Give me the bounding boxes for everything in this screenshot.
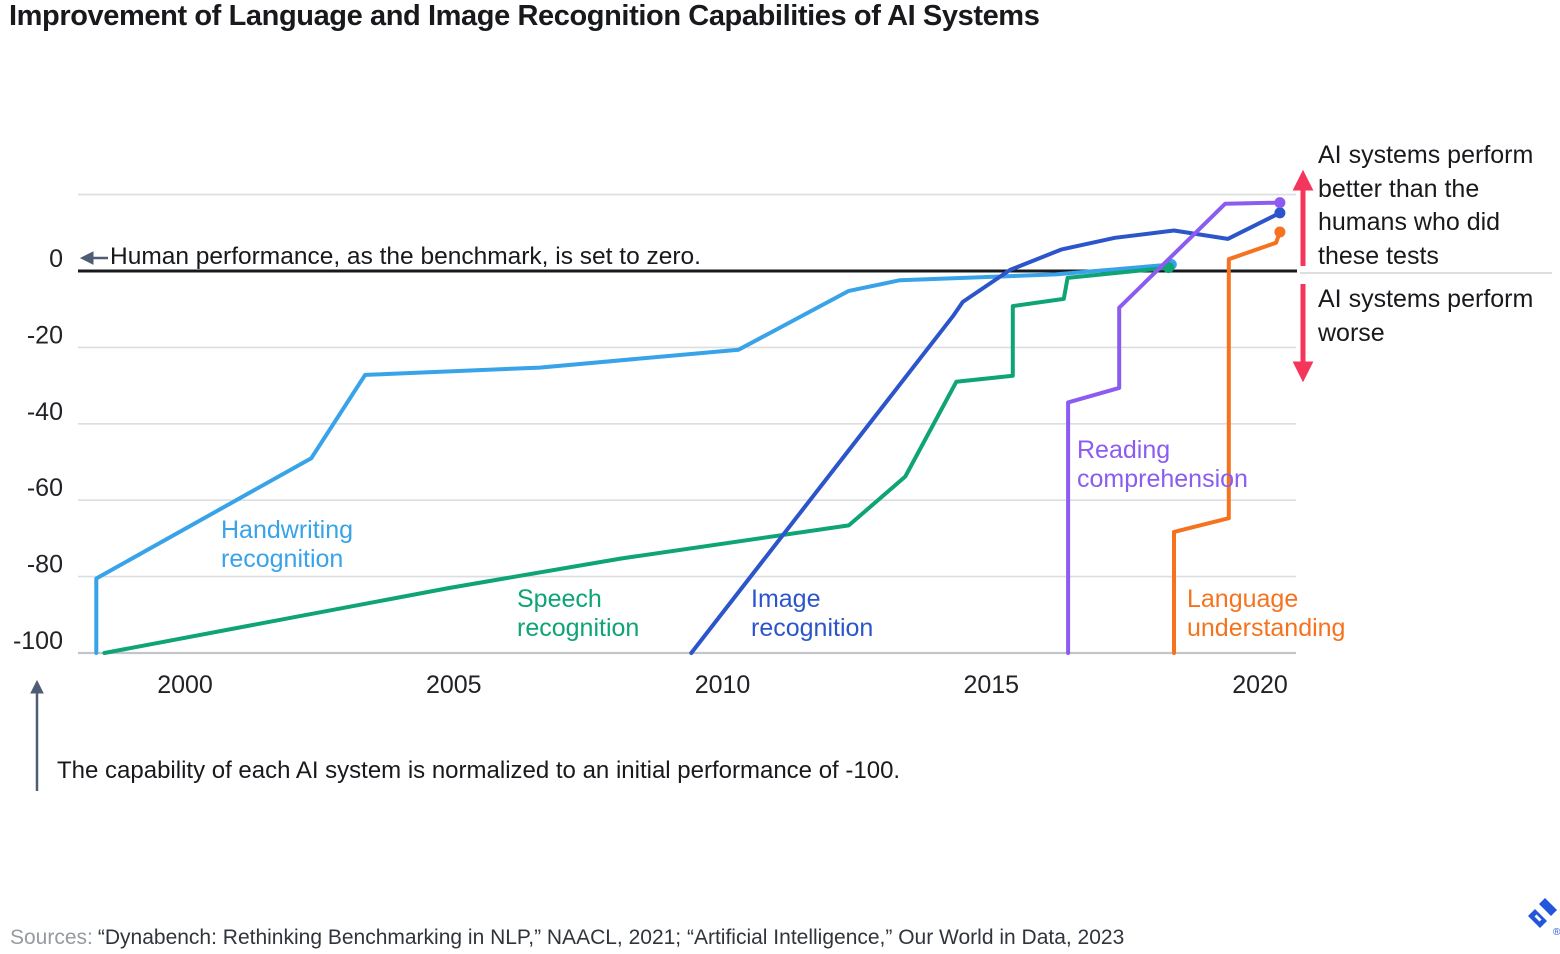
logo-registered-mark: ®	[1553, 927, 1560, 938]
series-endpoint-language	[1274, 226, 1286, 238]
series-line-image	[689, 210, 1282, 655]
series-label-language: Language understanding	[1187, 585, 1346, 642]
chart-title: Improvement of Language and Image Recogn…	[9, 0, 1040, 32]
benchmark-annotation: Human performance, as the benchmark, is …	[110, 243, 701, 270]
series-endpoint-speech	[1163, 262, 1175, 274]
worse-annotation: AI systems perform worse	[1318, 285, 1534, 347]
y-tick-label: -20	[27, 321, 63, 349]
sources-text: “Dynabench: Rethinking Benchmarking in N…	[97, 926, 1125, 949]
better-annotation: AI systems perform better than the human…	[1318, 141, 1534, 270]
series-endpoint-image	[1274, 207, 1286, 219]
x-tick-label: 2000	[157, 671, 213, 699]
x-tick-label: 2020	[1232, 671, 1288, 699]
normalization-annotation: The capability of each AI system is norm…	[57, 757, 901, 784]
sources-line: Sources:“Dynabench: Rethinking Benchmark…	[10, 926, 1124, 950]
x-tick-label: 2015	[963, 671, 1019, 699]
x-tick-label: 2010	[695, 671, 751, 699]
series-line-language	[1172, 230, 1282, 655]
series-line-speech	[102, 265, 1171, 655]
y-tick-label: -60	[27, 474, 63, 502]
series-endpoint-reading	[1274, 197, 1286, 209]
better-worse-divider	[1300, 272, 1552, 274]
y-tick-label: 0	[49, 245, 63, 273]
series-line-reading	[1066, 200, 1282, 655]
y-tick-label: -100	[13, 627, 63, 655]
x-tick-label: 2005	[426, 671, 482, 699]
y-tick-label: -40	[27, 398, 63, 426]
series-line-handwriting	[94, 262, 1174, 655]
series-label-handwriting: Handwriting recognition	[221, 516, 354, 573]
toptal-logo-icon: ®	[1528, 898, 1560, 938]
series-label-reading: Reading comprehension	[1077, 436, 1248, 493]
sources-label: Sources:	[10, 926, 93, 949]
y-tick-label: -80	[27, 551, 63, 579]
series-label-image: Image recognition	[751, 585, 874, 642]
series-label-speech: Speech recognition	[517, 585, 640, 642]
